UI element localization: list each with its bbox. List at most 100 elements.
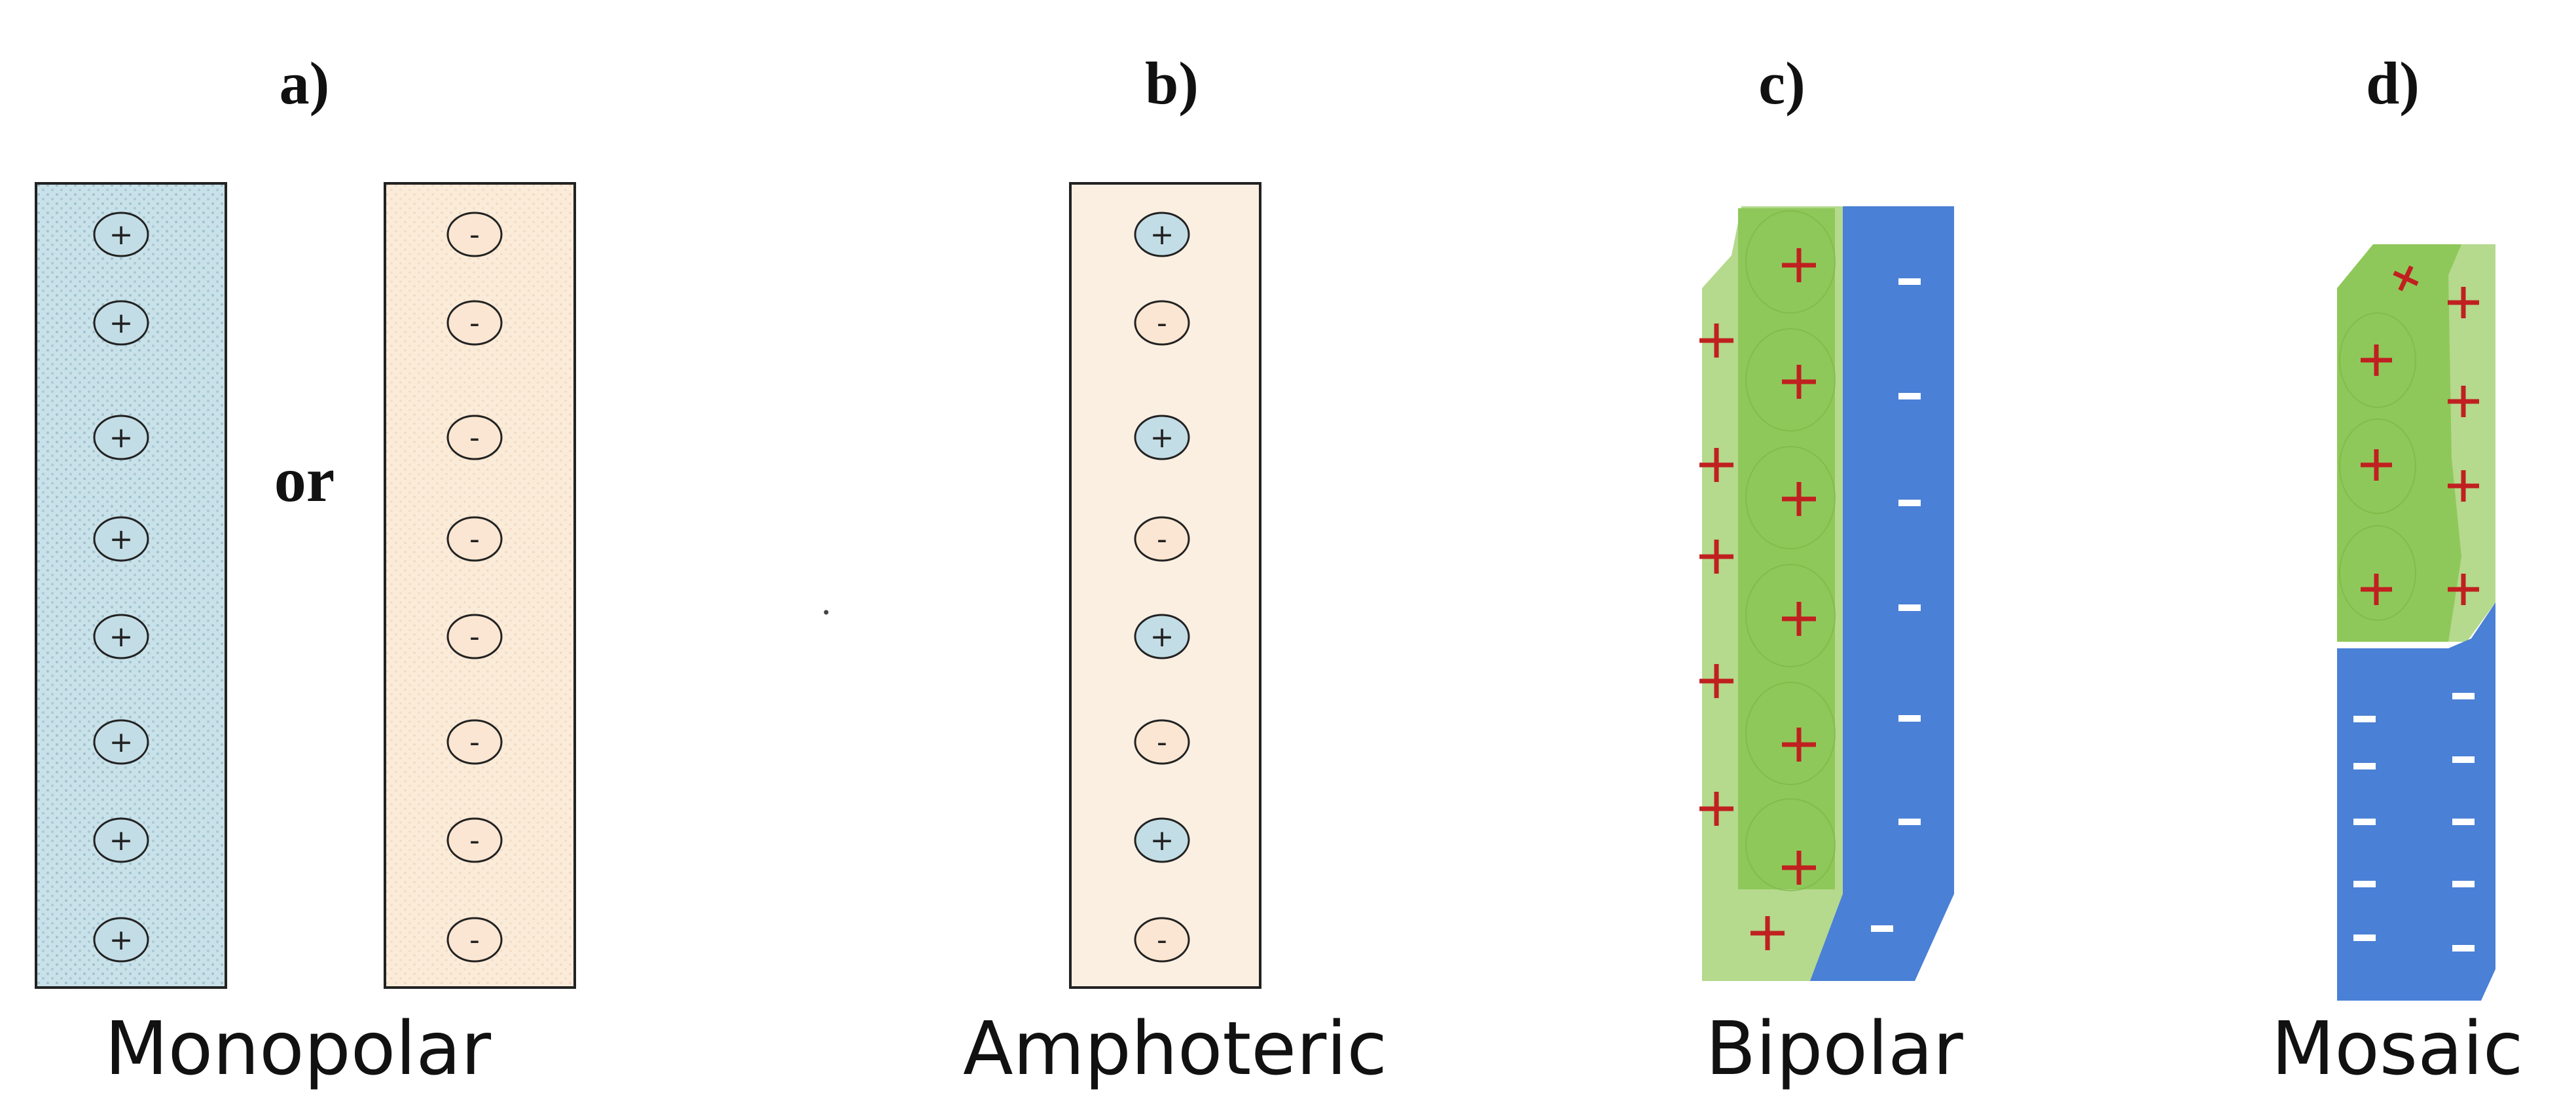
cation-ion: + [93,917,149,963]
mosaic-membrane [2337,244,2495,1001]
cation-ion-sign: + [109,620,134,654]
bipolar-positive-charges [1699,248,1816,950]
cation-ion: + [93,516,149,562]
amphoteric-ion-sign: + [1150,218,1174,251]
negative-charge-mark [2353,934,2376,941]
negative-charge-mark [1898,604,1921,611]
anion-ion: - [446,917,503,963]
cation-ion-sign: + [109,218,134,251]
anion-ion-sign: - [469,726,480,759]
amphoteric-ion: - [1134,516,1190,562]
amphoteric-ion: + [1134,415,1190,460]
negative-charge-mark [2452,756,2475,763]
negative-charge-mark [2353,716,2376,722]
anion-ion: - [446,212,503,257]
cation-charge-group: + + + + + + + + [93,212,149,963]
amphoteric-ion-sign: + [1150,620,1174,654]
negative-charge-mark [2353,819,2376,825]
amphoteric-ion: + [1134,817,1190,863]
positive-charge-mark [1699,664,1733,698]
positive-charge-mark [2361,344,2392,376]
positive-charge-mark [1782,482,1816,516]
positive-charge-mark [1699,792,1733,826]
anion-ion: - [446,300,503,346]
positive-charge-mark [1782,728,1816,762]
panel-label-c: c) [1758,50,1805,117]
positive-charge-mark [1782,248,1816,282]
anion-ion: - [446,614,503,659]
mosaic-negative-charges [2353,693,2475,952]
anion-ion-sign: - [469,824,480,857]
negative-charge-mark [1898,278,1921,285]
bipolar-negative-layer [1807,206,1954,981]
negative-charge-mark [1898,393,1921,399]
amphoteric-ion-sign: - [1157,523,1167,556]
amphoteric-ion: + [1134,212,1190,257]
cation-ion: + [93,817,149,863]
negative-charge-mark [2353,881,2376,887]
mosaic-positive-charges [2361,265,2479,605]
positive-charge-mark [2448,470,2479,502]
cation-ion: + [93,212,149,257]
caption-mosaic: Mosaic [2272,1007,2524,1092]
negative-charge-mark [1898,715,1921,722]
positive-charge-mark [1751,916,1785,950]
cation-ion-sign: + [109,726,134,759]
amphoteric-ion-sign: + [1150,824,1174,857]
stray-dot [824,610,829,615]
mosaic-negative-region [2337,602,2495,1001]
caption-bipolar: Bipolar [1705,1007,1963,1092]
cation-ion-sign: + [109,523,134,556]
cation-ion-sign: + [109,306,134,340]
positive-charge-mark [2361,574,2392,605]
negative-charge-mark [1898,819,1921,825]
anion-ion-sign: - [469,620,480,654]
positive-charge-mark [1699,540,1733,574]
panel-label-d: d) [2366,50,2420,117]
mosaic-positive-region-outer [2373,244,2495,642]
negative-charge-mark [2353,763,2376,769]
anion-ion: - [446,719,503,765]
cation-ion-sign: + [109,923,134,957]
amphoteric-ion: - [1134,300,1190,346]
cation-ion: + [93,614,149,659]
amphoteric-ion-sign: - [1157,726,1167,759]
positive-charge-mark [2361,449,2392,481]
amphoteric-ion: - [1134,917,1190,963]
anion-ion-sign: - [469,523,480,556]
positive-charge-mark [1782,602,1816,636]
amphoteric-ion: + [1134,614,1190,659]
positive-charge-mark [1782,365,1816,399]
panel-label-b: b) [1145,50,1199,117]
cation-ion: + [93,415,149,460]
panel-label-a: a) [280,50,330,117]
positive-charge-mark [1699,448,1733,482]
cation-ion: + [93,719,149,765]
negative-charge-mark [1871,925,1893,932]
positive-charge-mark [1699,324,1733,358]
caption-monopolar: Monopolar [105,1007,492,1092]
positive-charge-mark [2448,386,2479,417]
negative-charge-mark [2452,881,2475,887]
cation-ion-sign: + [109,421,134,454]
amphoteric-ion-sign: - [1157,923,1167,957]
negative-charge-mark [1898,500,1921,506]
cation-ion-sign: + [109,824,134,857]
caption-amphoteric: Amphoteric [963,1007,1387,1092]
anion-ion: - [446,415,503,460]
positive-charge-mark [1782,851,1816,885]
amphoteric-ion-sign: - [1157,306,1167,340]
anion-ion: - [446,817,503,863]
negative-charge-mark [2452,819,2475,825]
anion-ion: - [446,516,503,562]
positive-charge-mark [2448,574,2479,605]
mosaic-positive-region [2337,244,2461,642]
anion-charge-group: - - - - - - - - [446,212,503,963]
anion-ion-sign: - [469,218,480,251]
bipolar-negative-charges [1871,278,1921,932]
amphoteric-ion-sign: + [1150,421,1174,454]
amphoteric-ion: - [1134,719,1190,765]
cation-ion: + [93,300,149,346]
positive-charge-mark [2448,287,2479,318]
